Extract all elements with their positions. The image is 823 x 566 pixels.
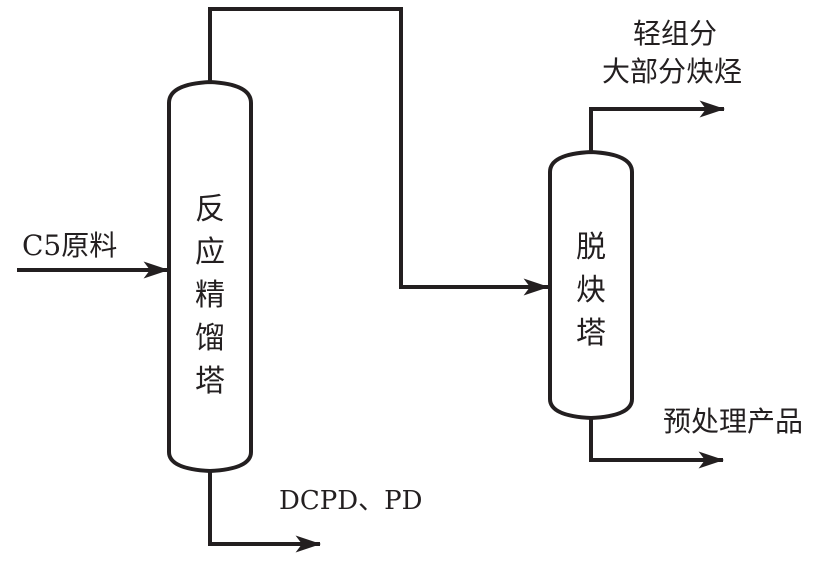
reactive-distillation-column-vessel	[167, 79, 253, 474]
bottom-product-1-label: DCPD、PD	[279, 486, 423, 516]
column-1-char: 馏	[195, 321, 225, 356]
alkyne-removal-column-vessel	[548, 149, 634, 421]
pretreated-product-stream-arrow	[589, 418, 725, 469]
feed-label: C5原料	[22, 229, 118, 262]
column-1-char: 应	[195, 235, 225, 270]
light-components-stream-arrow	[589, 100, 726, 152]
column-1-char: 精	[195, 278, 225, 313]
column-2-char: 炔	[576, 273, 606, 308]
column-1-char: 反	[195, 192, 225, 227]
most-alkynes-label: 大部分炔烃	[602, 55, 743, 88]
reactive-distillation-column-label: 反 应 精 馏 塔	[190, 188, 230, 403]
bottoms-1-stream-arrow	[208, 471, 322, 553]
column-2-char: 脱	[576, 230, 606, 265]
alkyne-removal-column-label: 脱 炔 塔	[571, 226, 611, 355]
column-1-char: 塔	[195, 364, 225, 399]
column-2-char: 塔	[576, 316, 606, 351]
light-components-label: 轻组分	[633, 17, 718, 50]
pretreated-product-label: 预处理产品	[663, 405, 804, 438]
overhead-transfer-line	[208, 7, 550, 296]
